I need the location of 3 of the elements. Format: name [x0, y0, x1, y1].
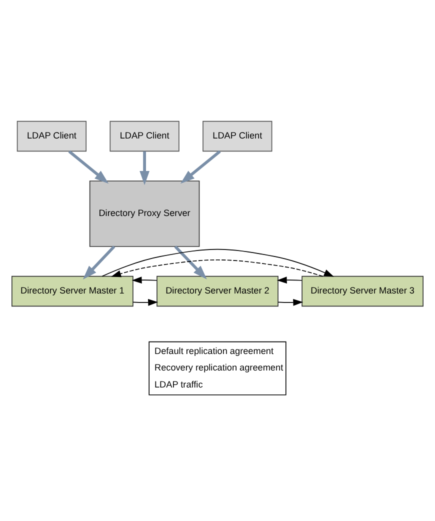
legend-label: Recovery replication agreement	[154, 362, 284, 372]
legend-label: LDAP traffic	[154, 378, 203, 389]
legend-label: Default replication agreement	[154, 346, 274, 356]
